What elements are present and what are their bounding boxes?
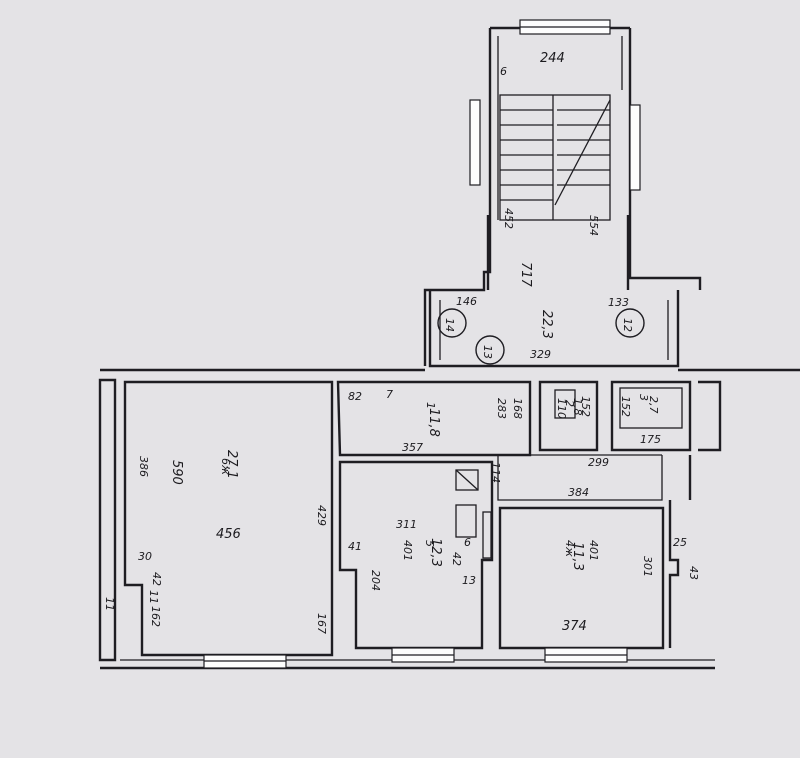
room6-dim-386: 386 (137, 456, 150, 477)
marker-12-label: 12 (621, 318, 634, 332)
dim-corr-283: 283 (495, 398, 508, 419)
room4-label: 4ж (563, 540, 576, 557)
dim-hall2-384: 384 (568, 486, 589, 499)
bath-dim-w: 175 (640, 433, 661, 446)
toilet-fixture (554, 389, 576, 419)
room4-dim-25: 25 (673, 536, 687, 549)
marker-14-label: 14 (443, 318, 456, 332)
sink-fixture (455, 504, 477, 538)
room6-label: 6ж (219, 458, 232, 475)
dim-hall-left: 146 (456, 295, 477, 308)
dim-hall-width: 329 (530, 348, 551, 361)
bath-area: 2,7 (647, 396, 660, 414)
labels: 244 6 452 554 717 22,3 329 146 133 14 12… (103, 51, 700, 634)
fixtures (455, 387, 683, 559)
kitchen-dim-204: 204 (369, 570, 382, 591)
staircase (499, 94, 611, 221)
bath-number: 3 (637, 394, 650, 401)
corridor-number: 1 (424, 402, 437, 409)
room6-width: 456 (216, 527, 241, 542)
room6-dim-11: 11 (147, 590, 160, 604)
room4-dim-401: 401 (587, 540, 600, 561)
dim-corr-82: 82 (348, 390, 362, 403)
room6-area: 27,1 (224, 450, 239, 479)
room6-dim-167: 167 (315, 613, 328, 634)
walls (98, 26, 800, 670)
marker-13 (475, 335, 505, 365)
dim-corr-357: 357 (402, 441, 423, 454)
room6-dim-162: 162 (149, 606, 162, 627)
room4-area: 11,3 (570, 542, 585, 571)
windows (203, 19, 641, 669)
dim-hall-depth: 717 (518, 262, 533, 288)
dim-hall2-299: 299 (588, 456, 609, 469)
window-stair-left (469, 99, 481, 186)
corridor-area: 11,8 (426, 408, 441, 437)
room4-dim-43: 43 (687, 566, 700, 580)
dim-stair-top: 244 (540, 51, 565, 66)
dim-stair-small: 6 (500, 65, 507, 78)
bathtub-fixture (619, 387, 683, 429)
kitchen-dim-42: 42 (450, 552, 463, 566)
dim-hall-right: 133 (608, 296, 629, 309)
kitchen-dim-401: 401 (401, 540, 414, 561)
room6-dim-42: 42 (150, 572, 163, 586)
wc-dim-d: 152 (579, 396, 592, 417)
kitchen-area: 12,3 (428, 538, 443, 567)
kitchen-dim-6: 6 (464, 536, 471, 549)
room4-dim-301: 301 (641, 556, 654, 577)
kitchen-dim-41: 41 (348, 540, 362, 553)
room4-dim-374: 374 (562, 619, 587, 634)
room6-dim-30: 30 (138, 550, 152, 563)
marker-13-label: 13 (481, 345, 494, 359)
circle-markers (437, 308, 645, 365)
dim-corr-168: 168 (511, 398, 524, 419)
dim-corr-114: 114 (489, 462, 502, 483)
wc-dim-w: 110 (555, 398, 568, 419)
room6-depth: 590 (169, 460, 184, 485)
stove-fixture (455, 469, 479, 491)
kitchen-dim-13: 13 (462, 574, 476, 587)
kitchen-dim-311: 311 (396, 518, 417, 531)
wc-area: 1,8 (571, 398, 584, 416)
room6-ext-dim: 11 (103, 597, 116, 611)
marker-12 (615, 308, 645, 338)
hall-area: 22,3 (539, 310, 554, 339)
marker-14 (437, 308, 467, 338)
kitchen-number: 5 (423, 540, 436, 547)
room6-dim-429: 429 (315, 505, 328, 526)
dim-corr-7: 7 (386, 388, 393, 401)
wc-number: 2 (563, 400, 576, 407)
dim-stair-depth: 452 (502, 208, 515, 229)
window-stair-right (629, 104, 641, 191)
vent-shaft (482, 511, 492, 559)
dim-stair-width: 554 (587, 215, 600, 236)
bath-dim-d: 152 (619, 396, 632, 417)
